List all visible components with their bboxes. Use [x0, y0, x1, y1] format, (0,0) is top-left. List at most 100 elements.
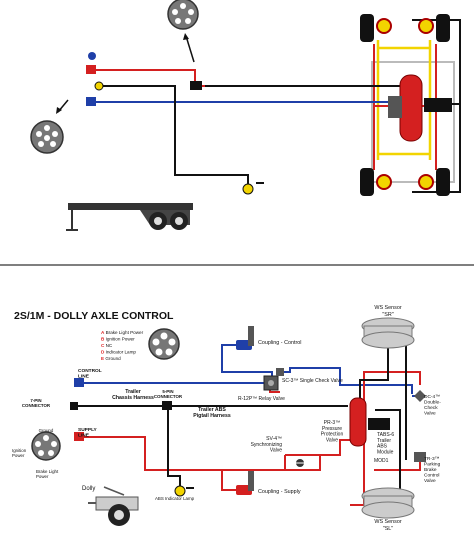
- label-line: Protection: [321, 432, 344, 438]
- label-sc3: SC-3™ Single Check Valve: [282, 378, 343, 384]
- seven-pin-connector-icon: [31, 431, 61, 461]
- legend-text: NC: [104, 343, 113, 348]
- label-line: Chassis Harness: [112, 395, 154, 401]
- label-line: CONNECTOR: [154, 394, 183, 399]
- legend-letter: E: [101, 356, 104, 361]
- label-line: Brake: [424, 467, 437, 473]
- r12p-relay-valve-icon: [263, 375, 279, 391]
- dolly-icon: [88, 486, 139, 526]
- overview-reservoir: [399, 74, 423, 142]
- label-line: Trailer ABS: [198, 407, 226, 413]
- tr3-parking-valve-icon: [414, 452, 426, 462]
- overview-control-lines: [376, 40, 432, 160]
- overview-brake-chambers: [360, 14, 450, 196]
- label-line: Trailer: [377, 438, 391, 444]
- supply-line-pipes: [84, 371, 421, 506]
- legend-entry: E Ground: [101, 356, 121, 361]
- label-line: "SL": [383, 526, 394, 532]
- abs-indicator-lamp-icon: [174, 485, 186, 497]
- label-line: TABS-6: [377, 432, 394, 438]
- label-sl: "SL": [383, 526, 394, 532]
- legend-text: Ignition Power: [104, 337, 135, 342]
- label-line: Pressure: [322, 426, 342, 432]
- overview-5pin-connector: [167, 0, 199, 30]
- chassis-frame: [371, 61, 455, 183]
- coupling-supply-icon: [236, 471, 254, 495]
- label-line: PR-3™: [324, 420, 340, 426]
- label-line: 7-PIN: [30, 398, 41, 403]
- label-line: SC-3™ Single Check Valve: [282, 378, 343, 384]
- label-line: Dolly: [82, 486, 95, 492]
- legend-entry: B Ignition Power: [101, 337, 135, 342]
- label-line: Power: [36, 474, 49, 479]
- overview-abs-module: [424, 98, 452, 112]
- label-line: Control: [424, 473, 439, 479]
- label-line: MOD1: [374, 458, 389, 464]
- ws-sensor-top: [361, 317, 415, 349]
- label-line: Brake Light: [36, 469, 59, 474]
- overview-illustration: [30, 0, 461, 231]
- overview-couplings: [86, 52, 104, 106]
- label-abs-indicator-lamp: ABS Indicator Lamp: [155, 496, 195, 501]
- label-line: Module: [377, 449, 394, 455]
- label-line: CONTROL: [78, 368, 102, 374]
- label-line: Ignition: [12, 448, 27, 453]
- legend-letter: C: [101, 343, 105, 348]
- label-line: Check: [424, 405, 438, 411]
- label-line: Coupling - Control: [258, 340, 301, 346]
- label-line: WS Sensor: [374, 519, 401, 525]
- label-line: Parking: [424, 462, 441, 468]
- legend-entry: A Brake Light Power: [101, 330, 144, 335]
- legend-letter: A: [101, 330, 105, 335]
- label-mod1: MOD1: [374, 458, 389, 464]
- label-r12p: R-12P™ Relay Valve: [238, 396, 285, 402]
- sc3-check-valve-icon: [276, 368, 284, 376]
- label-line: Pigtail Harness: [193, 413, 231, 419]
- tabs6-module-icon: [368, 418, 390, 430]
- label-line: Synchronizing: [251, 442, 283, 448]
- label-coupling-supply: Coupling - Supply: [258, 489, 301, 495]
- sv4-synchronizing-valve-icon: [296, 459, 304, 467]
- label-coupling-control: Coupling - Control: [258, 340, 301, 346]
- label-line: Double-: [424, 400, 441, 406]
- label-line: ABS Indicator Lamp: [155, 496, 195, 501]
- label-ws-sensor: WS Sensor: [374, 305, 401, 311]
- legend-entry: C NC: [101, 343, 113, 348]
- label-line: Ground: [39, 428, 54, 433]
- label-sr: "SR": [382, 312, 393, 318]
- overview-abs-lamp: [242, 183, 254, 195]
- label-line: Power: [12, 453, 25, 458]
- legend-text: Brake Light Power: [104, 330, 143, 335]
- label-line: Valve: [270, 448, 282, 454]
- legend-letter: B: [101, 337, 105, 342]
- legend-text: Ground: [104, 356, 121, 361]
- label-line: CONNECTOR: [22, 403, 51, 408]
- label-line: ABS: [377, 444, 388, 450]
- legend-letter: D: [101, 350, 105, 355]
- page-title: 2S/1M - DOLLY AXLE CONTROL: [14, 310, 174, 322]
- label-line: Trailer: [125, 389, 141, 395]
- label-line: Valve: [424, 411, 436, 417]
- label-line: R-12P™ Relay Valve: [238, 396, 285, 402]
- label-dolly: Dolly: [82, 486, 95, 492]
- label-line: SUPPLY: [78, 427, 98, 433]
- pr3-reservoir-icon: [349, 397, 367, 447]
- control-line-pipes: [84, 344, 420, 397]
- overview-7pin-connector: [30, 120, 64, 154]
- label-line: Coupling - Supply: [258, 489, 301, 495]
- ws-sensor-bottom: [361, 487, 415, 519]
- supply-line-fitting: [74, 432, 84, 441]
- label-ws-sensor: WS Sensor: [374, 519, 401, 525]
- coupling-control-icon: [236, 326, 254, 350]
- overview-trailer: [66, 203, 193, 231]
- legend-entry: D Indicator Lamp: [101, 350, 136, 355]
